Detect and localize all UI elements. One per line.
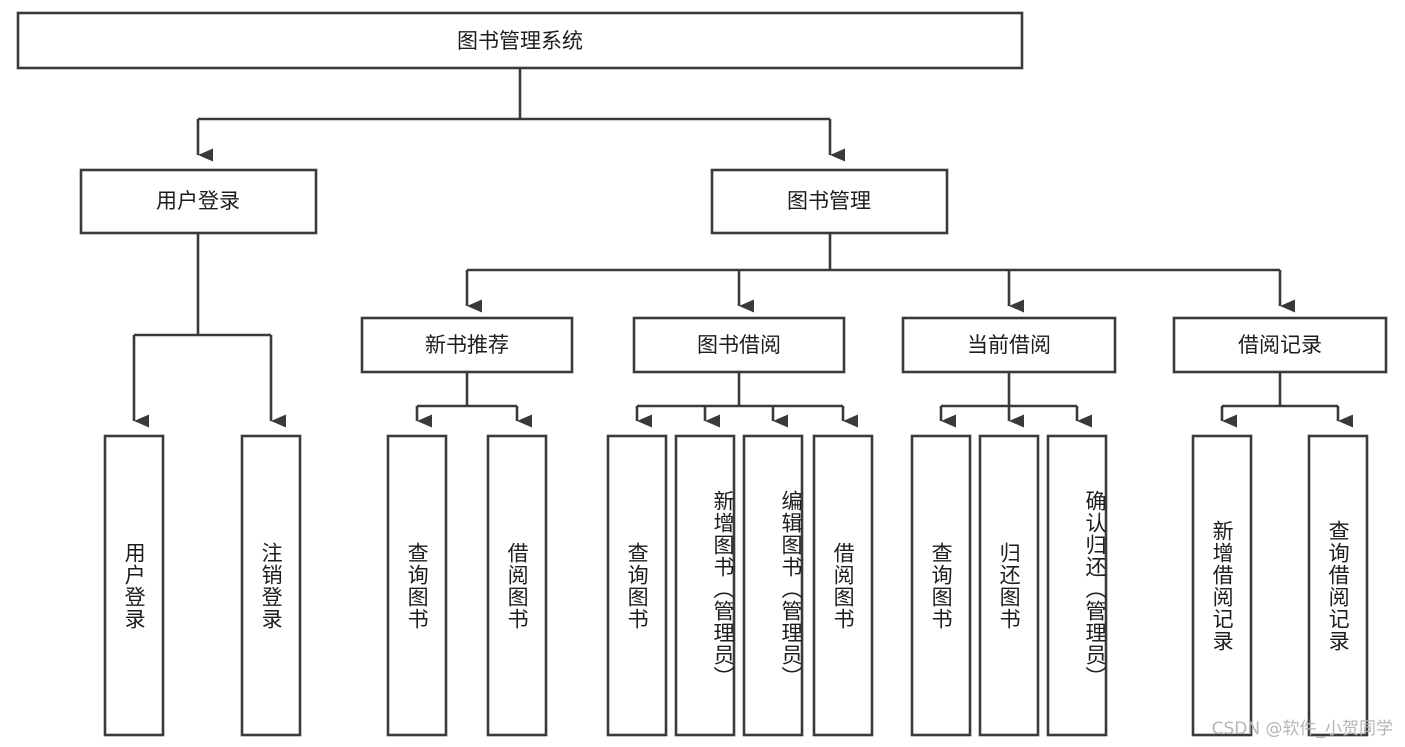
leaf-box-edit-book-admin[interactable] [742,434,804,737]
node-user-login-label: 用户登录 [156,189,240,213]
node-user-login[interactable]: 用户登录 [79,168,318,235]
node-new-book-recommend[interactable]: 新书推荐 [360,316,574,374]
leaf-box-confirm-return-admin[interactable] [1046,434,1108,737]
node-root-book-management-system[interactable]: 图书管理系统 [16,11,1024,70]
node-current-borrow-box[interactable] [901,316,1117,374]
leaf-box-logout[interactable] [240,434,302,737]
node-root-label: 图书管理系统 [457,29,583,53]
node-new-book-recommend-box[interactable] [360,316,574,374]
node-book-borrow-box[interactable] [632,316,846,374]
node-current-borrow[interactable]: 当前借阅 [901,316,1117,374]
node-book-borrow-label: 图书借阅 [697,333,781,357]
node-book-management-box[interactable] [710,168,949,235]
leaf-box-borrow-book[interactable] [812,434,874,737]
leaf-box-query-book-current[interactable] [910,434,972,737]
connector-layer [132,68,1353,428]
leaf-box-add-book-admin[interactable] [674,434,736,737]
leaf-box-query-book-new[interactable] [386,434,448,737]
leaf-box-user-login[interactable] [103,434,165,737]
node-borrow-record-box[interactable] [1172,316,1388,374]
node-current-borrow-label: 当前借阅 [967,333,1051,357]
node-book-management[interactable]: 图书管理 [710,168,949,235]
node-user-login-box[interactable] [79,168,318,235]
node-book-management-label: 图书管理 [787,189,871,213]
node-root-box[interactable] [16,11,1024,70]
node-borrow-record-label: 借阅记录 [1238,333,1322,357]
leaf-box-add-borrow-record[interactable] [1191,434,1253,737]
leaf-box-layer [103,434,1369,737]
leaf-box-borrow-book-new[interactable] [486,434,548,737]
csdn-watermark: CSDN @软件_小贺同学 [1211,719,1393,739]
leaf-box-query-book-borrow[interactable] [606,434,668,737]
node-borrow-record[interactable]: 借阅记录 [1172,316,1388,374]
node-new-book-recommend-label: 新书推荐 [425,333,509,357]
leaf-box-return-book[interactable] [978,434,1040,737]
leaf-box-query-borrow-record[interactable] [1307,434,1369,737]
node-book-borrow[interactable]: 图书借阅 [632,316,846,374]
